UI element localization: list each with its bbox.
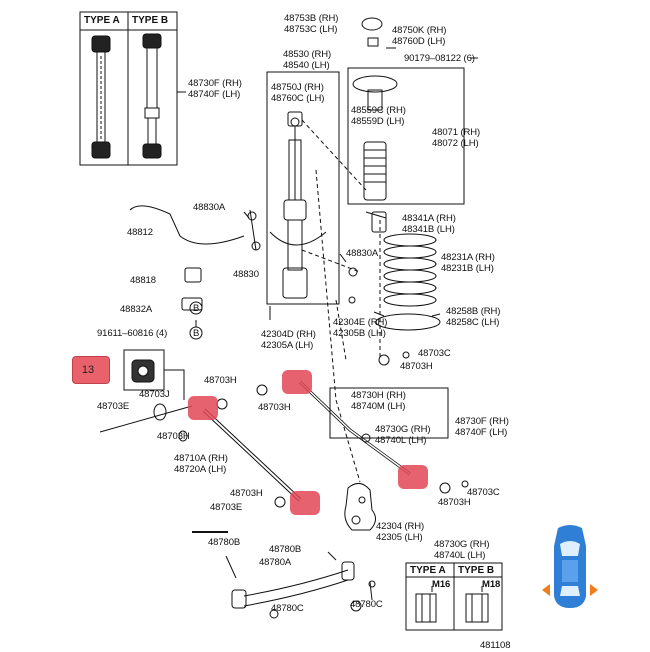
- part-label-48780c-1[interactable]: 48780C: [271, 603, 304, 614]
- bump-stop-drawing: [371, 211, 387, 233]
- upper-mount-drawing: [352, 17, 398, 201]
- part-label-48703h-4[interactable]: 48703H: [157, 431, 190, 442]
- mount-box-frame: [347, 67, 465, 205]
- part-label-48730h[interactable]: 48730H (RH) 48740M (LH): [351, 390, 406, 412]
- knuckle-drawing: [344, 483, 376, 531]
- part-label-48730g-2[interactable]: 48730G (RH) 48740L (LH): [434, 539, 490, 561]
- part-label-48071[interactable]: 48071 (RH) 48072 (LH): [432, 127, 481, 149]
- spring-seat-drawing: [375, 313, 441, 331]
- part-label-48703j[interactable]: 48703J: [139, 389, 170, 400]
- part-label-48832a[interactable]: 48832A: [120, 304, 153, 315]
- part-label-48703e-1[interactable]: 48703E: [97, 401, 130, 412]
- size-b-label: M18: [482, 579, 501, 590]
- car-position-icon: [542, 525, 598, 608]
- part-label-48530[interactable]: 48530 (RH) 48540 (LH): [283, 49, 332, 71]
- part-label-42304[interactable]: 42304 (RH) 42305 (LH): [376, 521, 425, 543]
- part-label-48812[interactable]: 48812: [127, 227, 153, 238]
- rear-link-drawing: [231, 561, 355, 609]
- rod-type-box-frame: [329, 387, 449, 439]
- part-label-48703e-2[interactable]: 48703E: [210, 502, 243, 513]
- part-label-48750k[interactable]: 48750K (RH) 48760D (LH): [392, 25, 447, 47]
- ref-marker-b-2: B: [193, 328, 200, 339]
- part-label-48830a-2[interactable]: 48830A: [346, 248, 379, 259]
- type-b-header-top: TYPE B: [132, 15, 169, 26]
- type-box-top-part: 48730F (RH) 48740F (LH): [188, 78, 242, 100]
- part-label-48830[interactable]: 48830: [233, 269, 259, 280]
- part-label-48750j[interactable]: 48750J (RH) 48760C (LH): [271, 82, 325, 104]
- part-label-48780a[interactable]: 48780A: [259, 557, 292, 568]
- part-label-48703h-2[interactable]: 48703H: [204, 375, 237, 386]
- type-a-header-top: TYPE A: [84, 15, 120, 26]
- highlight-bushing-2[interactable]: [282, 370, 312, 394]
- type-b-header-bottom: TYPE B: [458, 565, 495, 576]
- part-label-48231a[interactable]: 48231A (RH) 48231B (LH): [441, 252, 495, 274]
- part-label-48258b[interactable]: 48258B (RH) 48258C (LH): [446, 306, 501, 328]
- part-label-48703h-3[interactable]: 48703H: [258, 402, 291, 413]
- part-label-42304e[interactable]: 42304E (RH) 42305B (LH): [333, 317, 388, 339]
- rod-type-a-drawing: [91, 35, 111, 159]
- part-label-48753b[interactable]: 48753B (RH) 48753C (LH): [284, 13, 339, 35]
- type-a-header-bottom: TYPE A: [410, 565, 446, 576]
- highlight-bushing-1[interactable]: [188, 396, 218, 420]
- part-label-48703h-1[interactable]: 48703H: [400, 361, 433, 372]
- strut-box-frame: [266, 71, 340, 305]
- rod-type-b-drawing: [142, 33, 162, 159]
- size-a-label: M16: [432, 579, 451, 590]
- part-label-48780b-2[interactable]: 48780B: [269, 544, 302, 555]
- highlight-bushing-3[interactable]: [290, 491, 320, 515]
- part-label-48710a[interactable]: 48710A (RH) 48720A (LH): [174, 453, 228, 475]
- part-label-48703c-2[interactable]: 48703C: [467, 487, 500, 498]
- callout-number[interactable]: 13: [72, 356, 110, 384]
- part-label-48559c[interactable]: 48559C (RH) 48559D (LH): [351, 105, 406, 127]
- stabilizer-bar-drawing: [129, 205, 245, 245]
- shock-absorber-drawing: [269, 111, 327, 299]
- part-label-48703c-1[interactable]: 48703C: [418, 348, 451, 359]
- ref-marker-b-1: B: [193, 303, 200, 314]
- lower-arm-drawing: [99, 403, 302, 502]
- part-label-48730f[interactable]: 48730F (RH) 48740F (LH): [455, 416, 509, 438]
- coil-spring-drawing: [383, 233, 437, 307]
- highlight-bushing-4[interactable]: [398, 465, 428, 489]
- diagram-id: 481108: [480, 640, 511, 651]
- part-label-48341a[interactable]: 48341A (RH) 48341B (LH): [402, 213, 456, 235]
- part-label-48780c-2[interactable]: 48780C: [350, 599, 383, 610]
- part-label-91611[interactable]: 91611–60816 (4): [97, 328, 168, 339]
- part-label-48818[interactable]: 48818: [130, 275, 156, 286]
- part-label-48703h-5[interactable]: 48703H: [230, 488, 263, 499]
- part-label-90179[interactable]: 90179–08122 (6): [404, 53, 475, 64]
- part-label-48830a-1[interactable]: 48830A: [193, 202, 226, 213]
- part-label-48703h-6[interactable]: 48703H: [438, 497, 471, 508]
- part-label-48730g-1[interactable]: 48730G (RH) 48740L (LH): [375, 424, 431, 446]
- part-label-48780b-1[interactable]: 48780B: [208, 537, 241, 548]
- part-label-42304d[interactable]: 42304D (RH) 42305A (LH): [261, 329, 316, 351]
